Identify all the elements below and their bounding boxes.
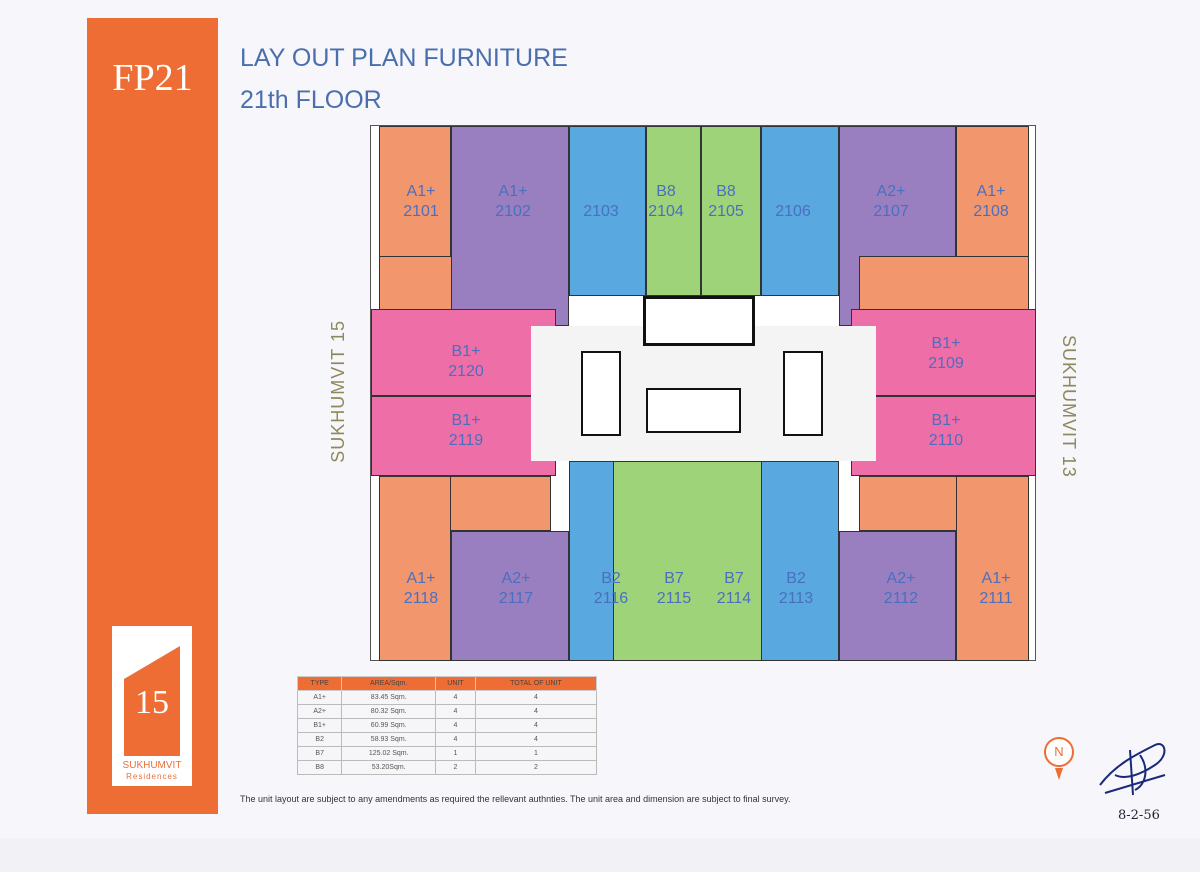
- sukhumvit-logo: 15 SUKHUMVIT Residences: [112, 626, 192, 786]
- plan-title: LAY OUT PLAN FURNITURE: [240, 44, 568, 72]
- signature: [1099, 743, 1166, 796]
- unit-2111[interactable]: A1+2111: [979, 570, 1013, 607]
- signature-date: 8-2-56: [1118, 808, 1160, 823]
- unit-2120[interactable]: B1+2120: [448, 343, 484, 380]
- street-left: SUKHUMVIT 15: [328, 320, 348, 463]
- unit-2109[interactable]: B1+2109: [928, 335, 964, 372]
- unit-2118[interactable]: A1+2118: [403, 570, 439, 607]
- unit-2112[interactable]: A2+2112: [883, 570, 919, 607]
- unit-2119[interactable]: B1+2119: [448, 412, 484, 449]
- unit-2117[interactable]: A2+2117: [498, 570, 534, 607]
- unit-2106[interactable]: 2106: [775, 203, 811, 220]
- unit-2107[interactable]: A2+2107: [873, 183, 909, 220]
- street-right: SUKHUMVIT 13: [1059, 335, 1079, 478]
- unit-2108[interactable]: A1+2108: [973, 183, 1009, 220]
- unit-2110[interactable]: B1+2110: [928, 412, 964, 449]
- floor-title: 21th FLOOR: [240, 86, 382, 114]
- north-arrow-icon: N: [1044, 737, 1074, 767]
- north-pointer-icon: [1055, 768, 1063, 780]
- unit-2102[interactable]: A1+2102: [495, 183, 531, 220]
- unit-2103[interactable]: 2103: [583, 203, 619, 220]
- unit-2101[interactable]: A1+2101: [403, 183, 439, 220]
- disclaimer-note: The unit layout are subject to any amend…: [240, 794, 791, 804]
- side-band: FP21 15 SUKHUMVIT Residences: [87, 18, 218, 814]
- floor-plan-sheet: FP21 15 SUKHUMVIT Residences LAY OUT PLA…: [87, 18, 1166, 823]
- sheet-code: FP21: [112, 57, 193, 99]
